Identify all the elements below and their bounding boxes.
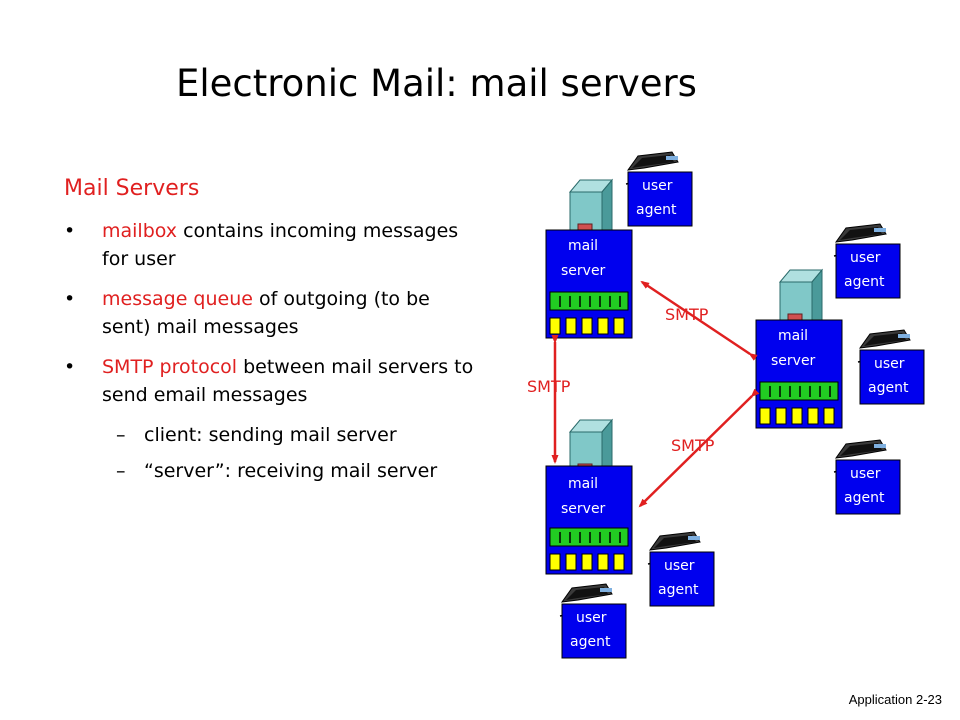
user-agent-label-line2: agent — [844, 274, 885, 290]
user-agent-label-line1: user — [664, 558, 695, 574]
server-label-line1: mail — [778, 328, 808, 344]
sub-bullet-client: – client: sending mail server — [64, 421, 474, 449]
bullet-dot: • — [64, 356, 76, 378]
server-label-line2: server — [561, 263, 606, 279]
mail-server-right: mail server — [755, 269, 843, 429]
user-agent-bottom-1: user agent — [647, 531, 715, 607]
smtp-arrows — [551, 280, 760, 508]
server-label-line1: mail — [568, 476, 598, 492]
user-agent-label-line1: user — [642, 178, 673, 194]
server-label-line2: server — [771, 353, 816, 369]
sub-bullet-text: “server”: receiving mail server — [144, 460, 438, 482]
bullet-text: of outgoing (to be sent) mail messages — [102, 288, 430, 338]
user-agent-right-3: user agent — [833, 439, 901, 515]
bullet-text: between mail servers to send email messa… — [102, 356, 474, 406]
sub-bullet-dash: – — [116, 460, 126, 482]
bullet-smtp-protocol: • SMTP protocol between mail servers to … — [64, 353, 474, 409]
user-agent-label-line1: user — [850, 466, 881, 482]
bullet-highlight: mailbox — [102, 220, 178, 242]
user-agent-top: user agent — [625, 151, 693, 227]
user-agent-right-1: user agent — [833, 223, 901, 299]
slide-content: Mail Servers • mailbox contains incoming… — [64, 176, 474, 493]
user-agent-label-line2: agent — [658, 582, 699, 598]
user-agent-right-2: user agent — [857, 329, 925, 405]
user-agent-label-line1: user — [850, 250, 881, 266]
sub-bullet-server: – “server”: receiving mail server — [64, 457, 474, 485]
smtp-arrow-top-right — [640, 280, 758, 361]
bullet-highlight: SMTP protocol — [102, 356, 238, 378]
user-agent-label-line2: agent — [844, 490, 885, 506]
user-agent-label-line2: agent — [570, 634, 611, 650]
bullet-mailbox: • mailbox contains incoming messages for… — [64, 217, 474, 273]
bullet-text: contains incoming messages for user — [102, 220, 459, 270]
mail-servers-heading: Mail Servers — [64, 176, 200, 201]
user-agent-bottom-2: user agent — [559, 583, 627, 659]
sub-bullet-text: client: sending mail server — [144, 424, 397, 446]
mail-server-top: mail server — [545, 179, 633, 339]
bullet-message-queue: • message queue of outgoing (to be sent)… — [64, 285, 474, 341]
slide-title: Electronic Mail: mail servers — [176, 62, 697, 105]
user-agent-label-line1: user — [874, 356, 905, 372]
sub-bullet-dash: – — [116, 424, 126, 446]
server-label-line2: server — [561, 501, 606, 517]
bullet-dot: • — [64, 288, 76, 310]
smtp-label-left: SMTP — [527, 377, 571, 396]
smtp-label-bottom: SMTP — [671, 436, 715, 455]
user-agent-label-line1: user — [576, 610, 607, 626]
mail-server-bottom: mail server — [545, 419, 633, 575]
bullet-highlight: message queue — [102, 288, 253, 310]
server-label-line1: mail — [568, 238, 598, 254]
slide-footer: Application 2-23 — [848, 692, 942, 707]
smtp-arrow-bottom-right — [638, 388, 760, 508]
bullet-dot: • — [64, 220, 76, 242]
smtp-label-top: SMTP — [665, 305, 709, 324]
user-agent-label-line2: agent — [868, 380, 909, 396]
user-agent-label-line2: agent — [636, 202, 677, 218]
